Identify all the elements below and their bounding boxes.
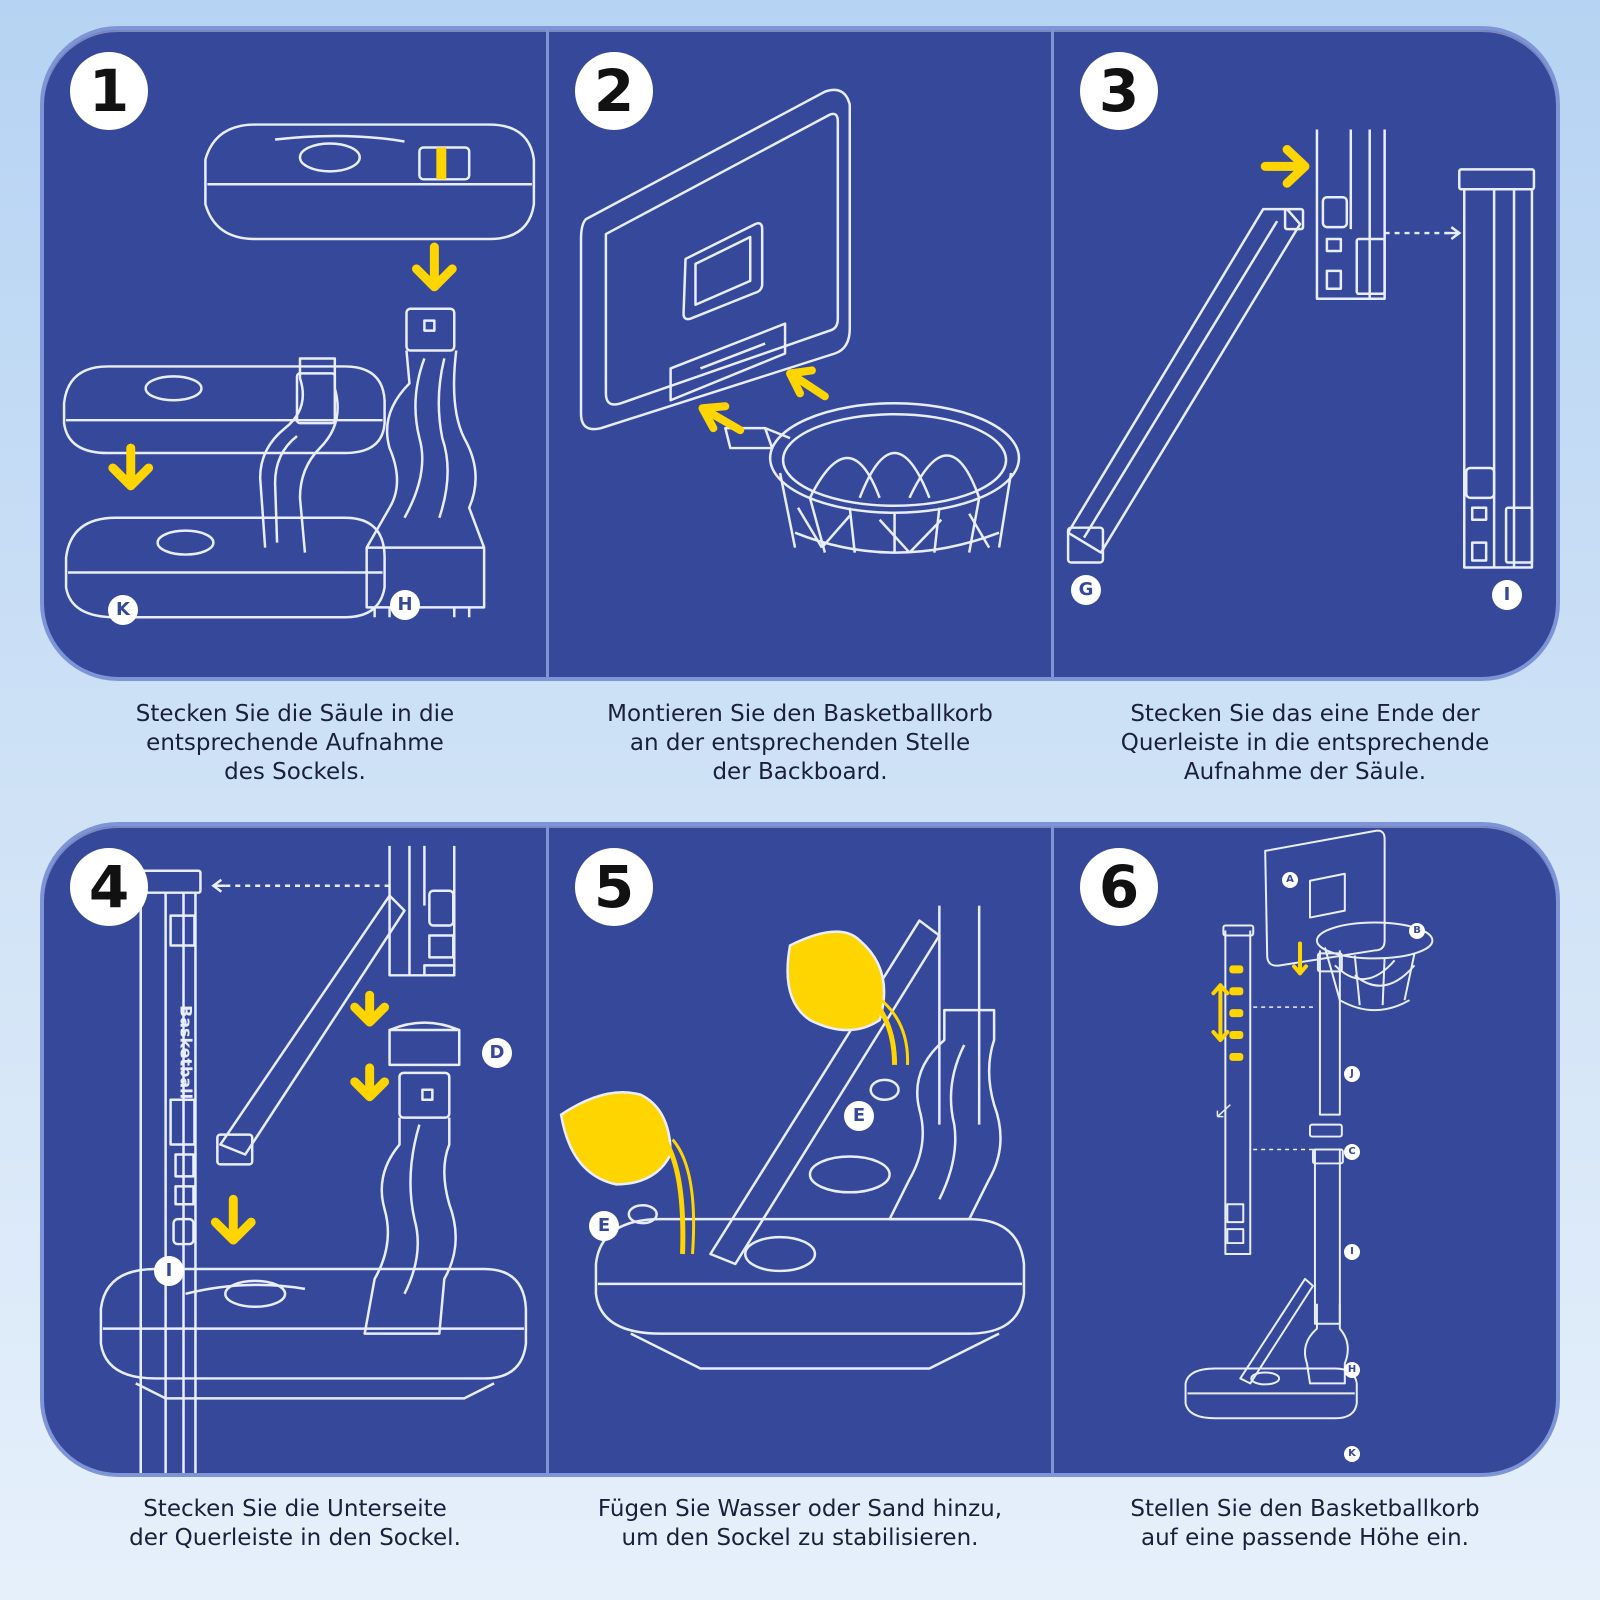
step-5-illustration xyxy=(559,905,1026,1370)
step-1-illustration xyxy=(62,123,536,619)
step-2-illustration xyxy=(579,88,1021,554)
step-3-panel: 3 G I xyxy=(1054,30,1556,677)
part-tag-k: K xyxy=(108,595,138,625)
part-tag-e: E xyxy=(589,1211,619,1241)
step-4-panel: Basketball 4 I D xyxy=(44,826,549,1473)
part-tag-h: H xyxy=(1344,1362,1360,1378)
step-number: 3 xyxy=(1080,52,1158,130)
step-1-panel: 1 K H xyxy=(44,30,549,677)
panel-row-top: 1 K H xyxy=(40,26,1560,681)
step-number: 1 xyxy=(70,52,148,130)
part-tag-c: C xyxy=(1344,1144,1360,1160)
part-tag-b: B xyxy=(1409,923,1425,939)
step-3-illustration xyxy=(1066,129,1536,569)
part-tag-i: I xyxy=(1492,580,1522,610)
part-tag-k: K xyxy=(1344,1446,1360,1462)
step-6-illustration xyxy=(1184,829,1434,1420)
step-1-caption: Stecken Sie die Säule in die entsprechen… xyxy=(135,701,455,785)
step-number: 4 xyxy=(70,848,148,926)
part-tag-e: E xyxy=(844,1101,874,1131)
pole-label: Basketball xyxy=(177,1005,196,1099)
panel-row-bottom: Basketball 4 I D xyxy=(40,822,1560,1477)
step-5-caption: Fügen Sie Wasser oder Sand hinzu, um den… xyxy=(597,1496,1003,1551)
step-6-caption: Stellen Sie den Basketballkorb auf eine … xyxy=(1130,1496,1480,1551)
step-number: 5 xyxy=(575,848,653,926)
part-tag-h: H xyxy=(390,590,420,620)
step-4-caption: Stecken Sie die Unterseite der Querleist… xyxy=(129,1496,461,1551)
part-tag-a: A xyxy=(1282,872,1298,888)
step-2-caption: Montieren Sie den Basketballkorb an der … xyxy=(607,701,993,785)
part-tag-i: I xyxy=(154,1256,184,1286)
step-5-panel: 5 E E xyxy=(549,826,1054,1473)
part-tag-d: D xyxy=(482,1038,512,1068)
part-tag-j: J xyxy=(1344,1066,1360,1082)
step-number: 2 xyxy=(575,52,653,130)
step-6-panel: 6 A B J C I H K xyxy=(1054,826,1556,1473)
step-4-illustration: Basketball xyxy=(99,845,528,1473)
step-2-panel: 2 xyxy=(549,30,1054,677)
step-number: 6 xyxy=(1080,848,1158,926)
step-3-caption: Stecken Sie das eine Ende der Querleiste… xyxy=(1120,701,1490,785)
part-tag-g: G xyxy=(1071,575,1101,605)
part-tag-i: I xyxy=(1344,1244,1360,1260)
